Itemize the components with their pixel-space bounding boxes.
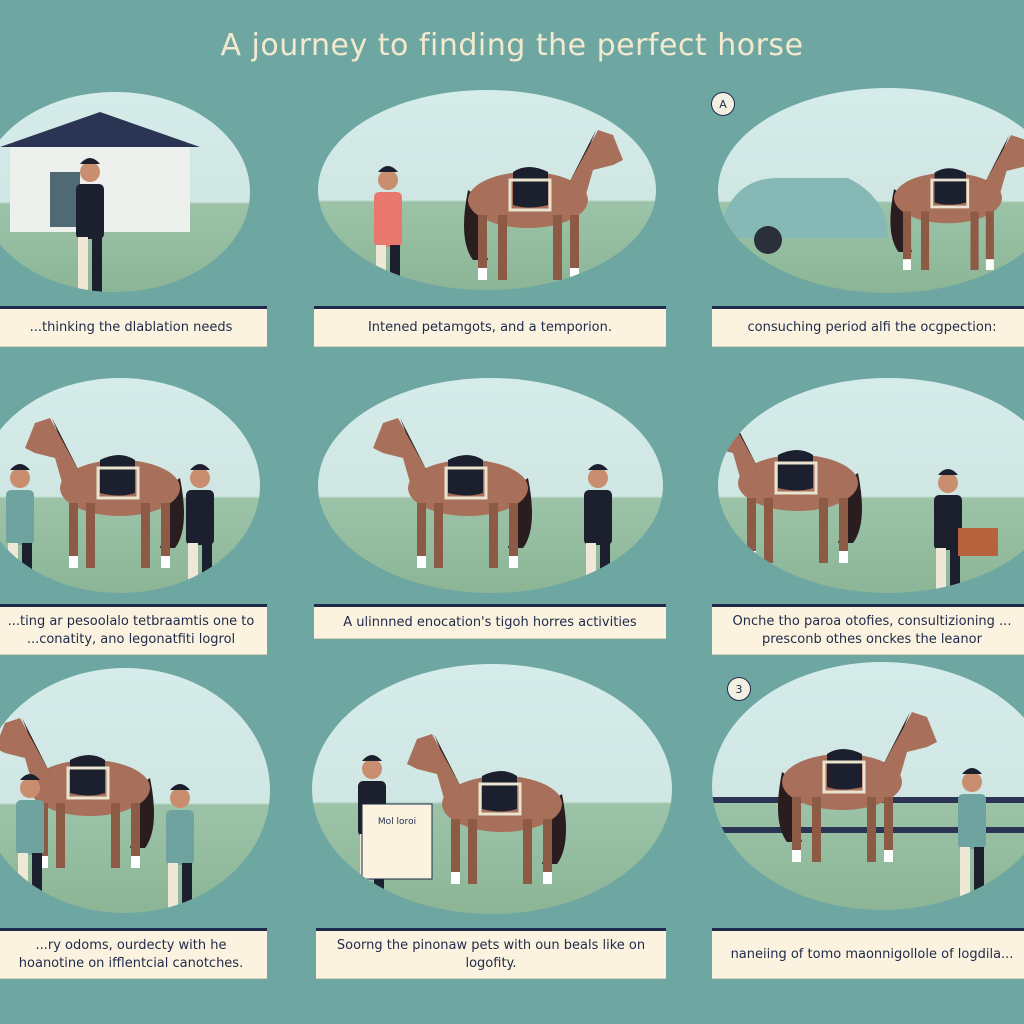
page-title: A journey to finding the perfect horse bbox=[220, 28, 804, 63]
illustration-panel-3 bbox=[718, 88, 1024, 293]
person-illustration bbox=[958, 768, 986, 907]
horse-illustration bbox=[718, 413, 862, 563]
horse-illustration bbox=[373, 418, 532, 568]
person-illustration bbox=[76, 158, 104, 292]
caption-1: ...thinking the dlablation needs bbox=[0, 306, 267, 346]
caption-6: Onche tho paroa otofies, consultizioning… bbox=[712, 604, 1024, 654]
caption-8: Soorng the pinonaw pets with oun beals l… bbox=[316, 928, 666, 978]
illustration-panel-8: Mol loroi bbox=[312, 664, 672, 914]
person-illustration bbox=[166, 784, 194, 913]
illustration-panel-7 bbox=[0, 668, 270, 913]
illustration-panel-9 bbox=[712, 662, 1024, 910]
horse-illustration bbox=[464, 130, 623, 280]
illustration-panel-4 bbox=[0, 378, 260, 593]
illustration-panel-5 bbox=[318, 378, 663, 593]
caption-2: Intened petamgots, and a temporion. bbox=[314, 306, 666, 346]
caption-4: ...ting ar pesoolalo tetbraamtis one to … bbox=[0, 604, 267, 654]
illustration-panel-2 bbox=[318, 90, 656, 290]
illustration-panel-1 bbox=[0, 92, 250, 292]
horse-illustration bbox=[25, 418, 184, 568]
person-illustration bbox=[934, 469, 962, 593]
contract-sign: Mol loroi bbox=[378, 817, 416, 827]
person-illustration bbox=[374, 166, 402, 290]
caption-5: A ulinnned enocation's tigoh horres acti… bbox=[314, 604, 666, 638]
person-illustration bbox=[186, 464, 214, 593]
horse-illustration bbox=[778, 712, 937, 862]
step-marker-a: A bbox=[711, 92, 735, 116]
caption-3: consuching period alfi the ocgpection: bbox=[712, 306, 1024, 346]
person-illustration bbox=[6, 464, 34, 593]
horse-illustration bbox=[890, 134, 1024, 270]
caption-7: ...ry odoms, ourdecty with he hoanotine … bbox=[0, 928, 267, 978]
caption-9: naneiing of tomo maonnigollole of logdil… bbox=[712, 928, 1024, 978]
horse-illustration bbox=[407, 734, 566, 884]
person-illustration bbox=[584, 464, 612, 593]
step-marker-3: 3 bbox=[727, 677, 751, 701]
illustration-panel-6 bbox=[718, 378, 1024, 593]
